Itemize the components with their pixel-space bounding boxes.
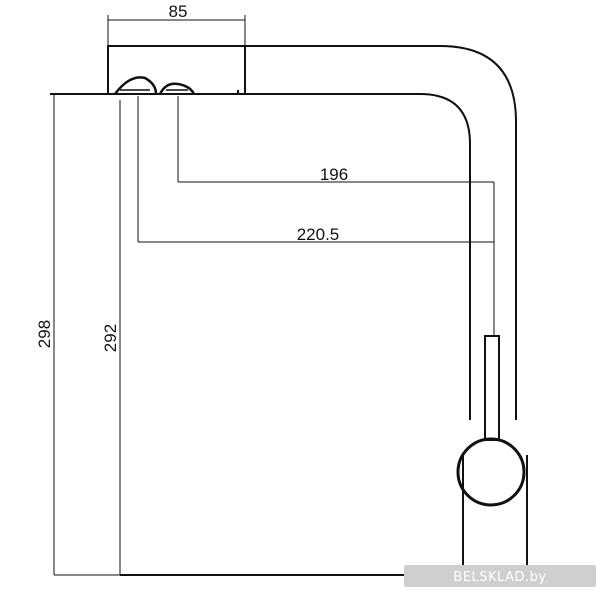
faucet-outline [50, 45, 528, 576]
watermark: BELSKLAD.by [404, 565, 596, 587]
dim-label-298: 298 [35, 320, 54, 348]
spout-outer [245, 45, 517, 420]
dim-label-292: 292 [101, 324, 120, 352]
watermark-text: BELSKLAD.by [453, 570, 546, 585]
dim-label-85: 85 [169, 2, 188, 21]
lever [484, 335, 500, 441]
valve-knob-2 [158, 82, 196, 95]
dim-label-220-5: 220.5 [297, 225, 340, 244]
valve-knob-1 [114, 76, 158, 95]
dim-label-196: 196 [320, 165, 348, 184]
handle-circle [456, 437, 526, 507]
top-housing [107, 45, 246, 94]
dimension-lines [53, 15, 495, 576]
spout-inner [196, 93, 471, 420]
dimension-labels: 85 196 220.5 298 292 [35, 2, 348, 352]
